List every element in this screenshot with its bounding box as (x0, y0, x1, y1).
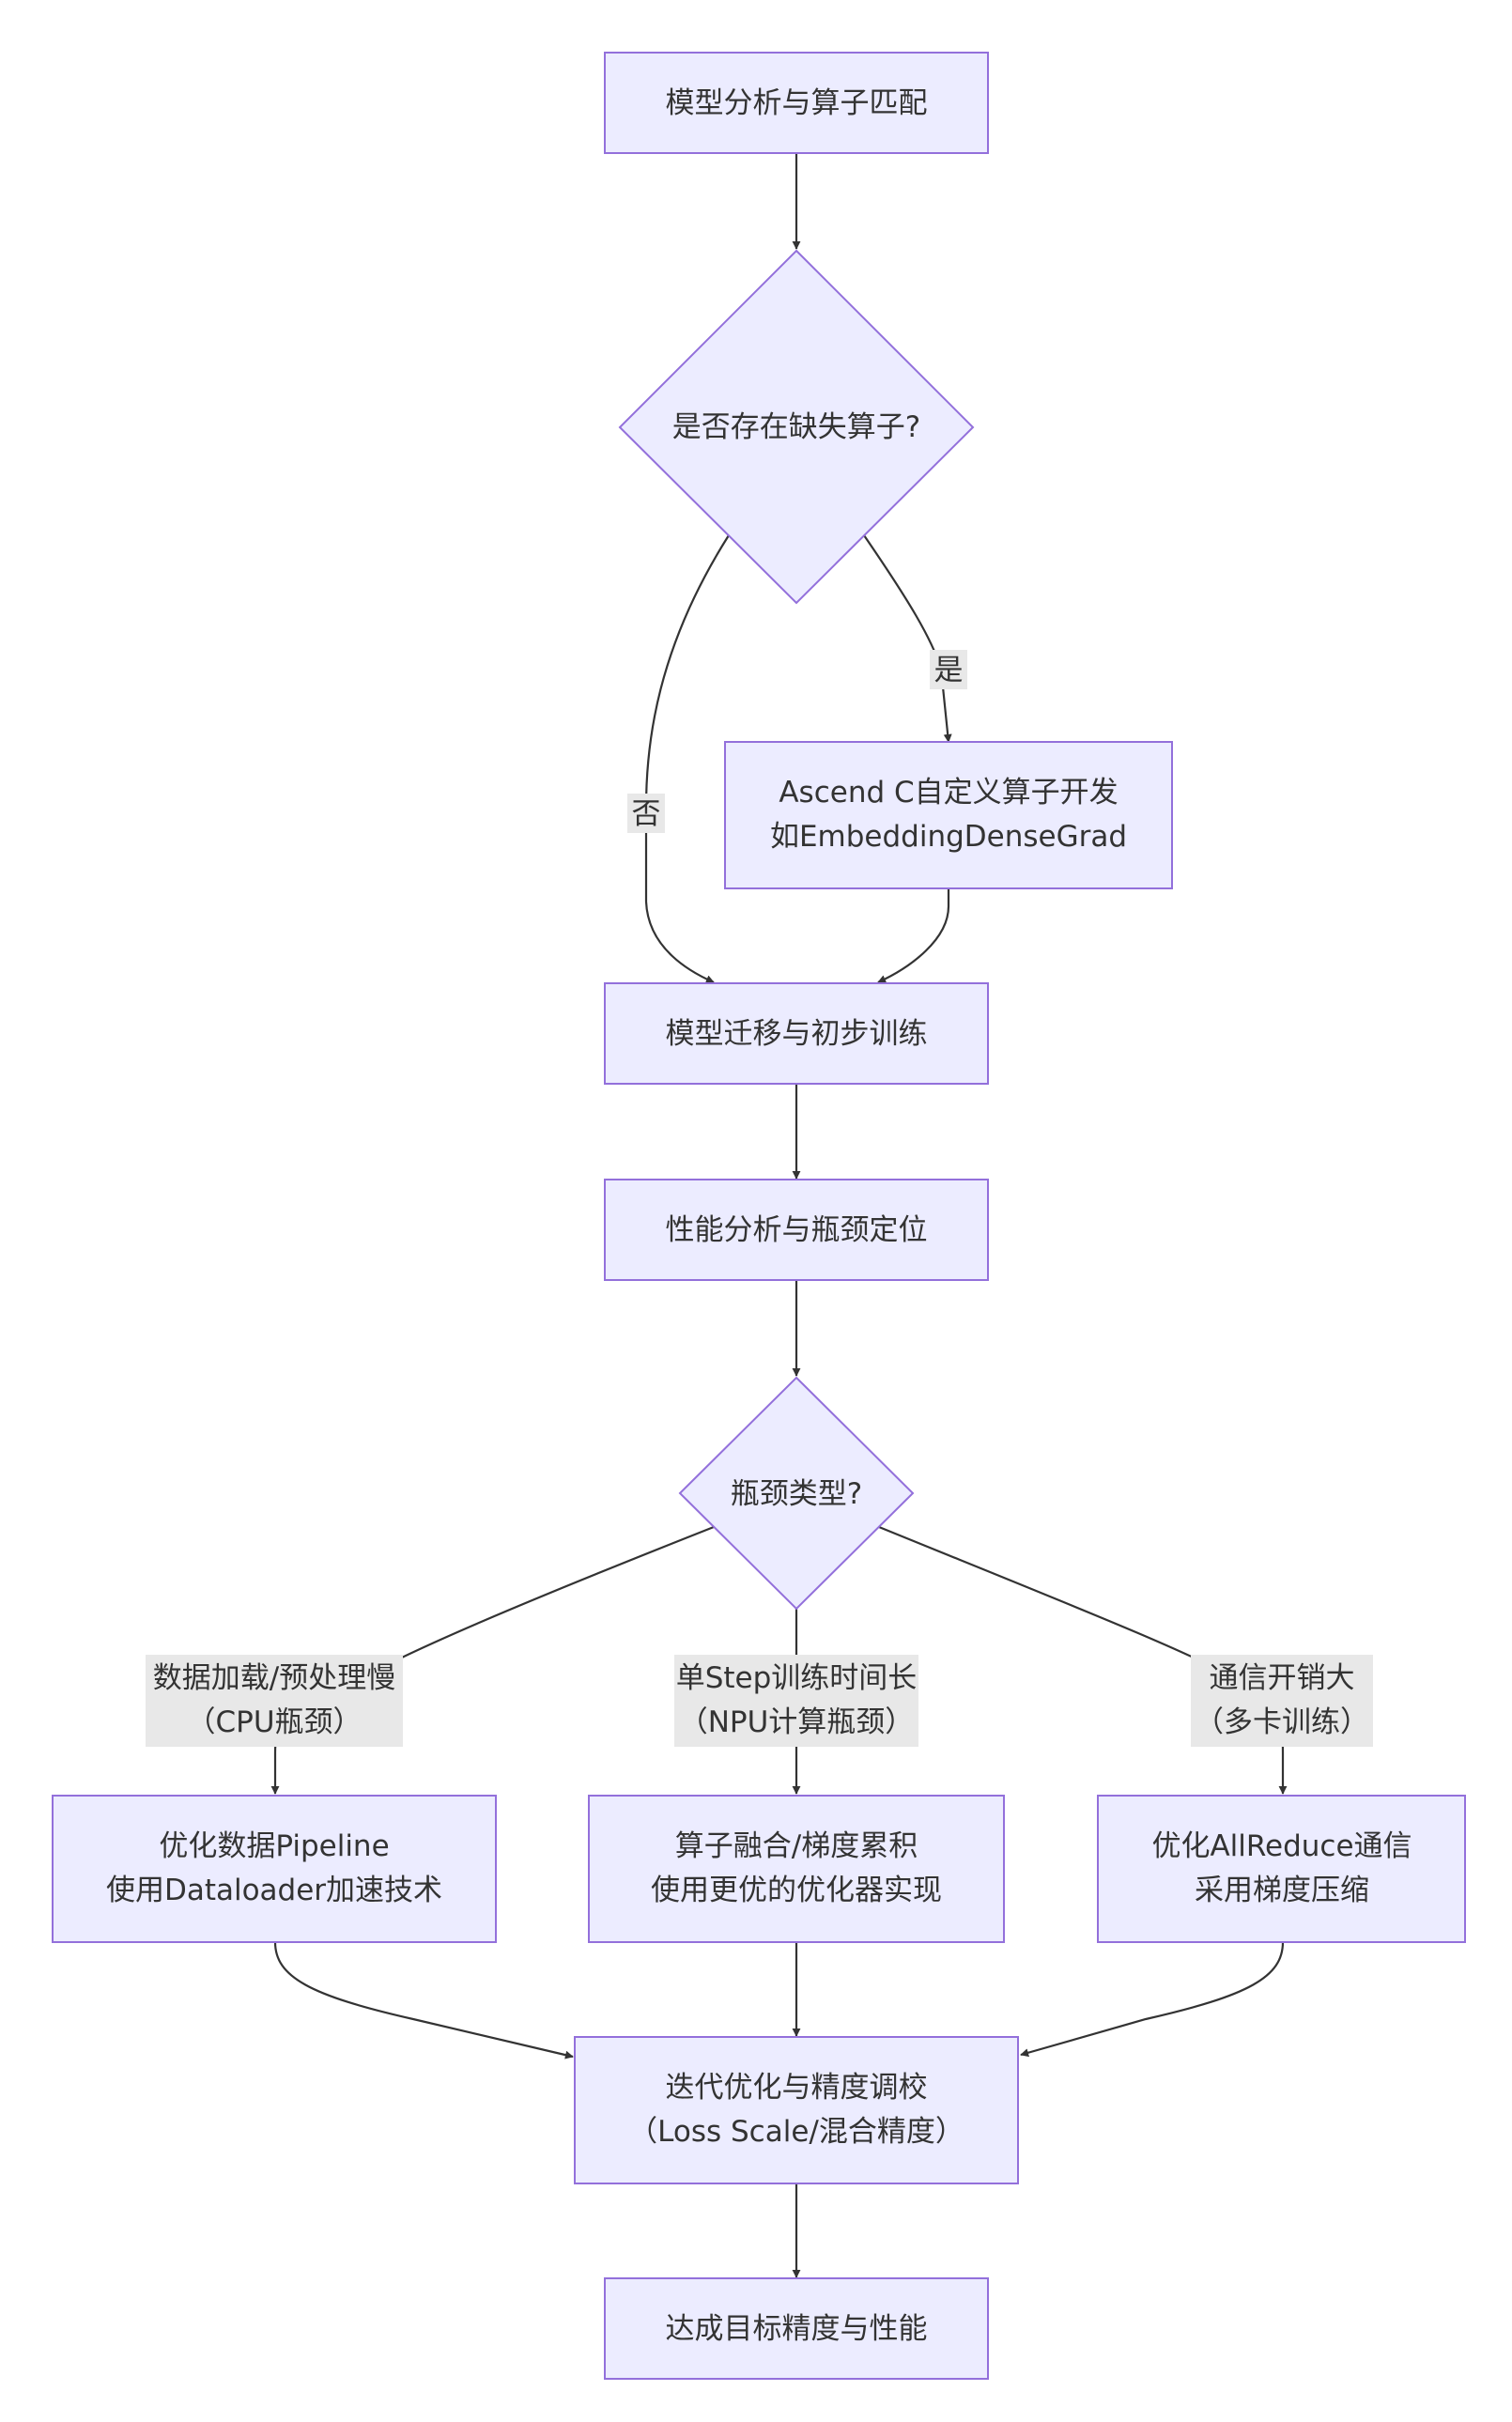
edge-label-step-long-line2: （NPU计算瓶颈） (679, 1705, 915, 1739)
edge-ascend-to-migration (877, 888, 950, 984)
node-model-analysis: 模型分析与算子匹配 (604, 52, 989, 154)
node-target: 达成目标精度与性能 (604, 2277, 989, 2380)
edge-label-yes: 是 (930, 650, 967, 689)
edge-label-data-loading-line1: 数据加载/预处理慢 (153, 1661, 395, 1695)
edge-label-step-long-line1: 单Step训练时间长 (676, 1661, 918, 1695)
node-migration: 模型迁移与初步训练 (604, 982, 989, 1085)
node-opt-pipeline-line2: 使用Dataloader加速技术 (106, 1874, 442, 1907)
node-missing-op-decision: 是否存在缺失算子? (618, 249, 975, 605)
node-opt-allreduce-line2: 采用梯度压缩 (1195, 1874, 1369, 1907)
node-ascend-c: Ascend C自定义算子开发 如EmbeddingDenseGrad (724, 741, 1173, 889)
edge-label-data-loading: 数据加载/预处理慢 （CPU瓶颈） (146, 1655, 403, 1747)
edge-allreduce-to-iterate (1020, 1941, 1285, 2058)
edge-label-comm-heavy-line1: 通信开销大 (1210, 1661, 1355, 1695)
edge-label-step-long: 单Step训练时间长 （NPU计算瓶颈） (674, 1655, 918, 1747)
node-target-label: 达成目标精度与性能 (666, 2312, 928, 2346)
edge-label-no: 否 (627, 794, 665, 833)
node-migration-label: 模型迁移与初步训练 (666, 1017, 928, 1051)
edge-label-comm-heavy: 通信开销大 （多卡训练） (1191, 1655, 1373, 1747)
node-op-fusion-line1: 算子融合/梯度累积 (675, 1829, 918, 1863)
edge-missing-op-yes (863, 534, 952, 743)
node-bottleneck-decision-label: 瓶颈类型? (731, 1477, 862, 1511)
edge-label-yes-text: 是 (934, 654, 964, 687)
node-iterate: 迭代优化与精度调校 （Loss Scale/混合精度） (574, 2036, 1019, 2184)
node-iterate-line1: 迭代优化与精度调校 (666, 2071, 928, 2105)
node-ascend-c-line1: Ascend C自定义算子开发 (779, 776, 1118, 810)
edge-label-no-text: 否 (632, 797, 661, 831)
node-model-analysis-label: 模型分析与算子匹配 (666, 86, 928, 120)
node-opt-pipeline-line1: 优化数据Pipeline (159, 1829, 389, 1863)
edge-pipeline-to-iterate (273, 1941, 574, 2059)
node-opt-allreduce: 优化AllReduce通信 采用梯度压缩 (1097, 1795, 1466, 1943)
node-iterate-line2: （Loss Scale/混合精度） (628, 2115, 964, 2149)
node-bottleneck-decision: 瓶颈类型? (678, 1376, 915, 1611)
node-ascend-c-line2: 如EmbeddingDenseGrad (770, 820, 1127, 854)
edge-missing-op-no (644, 534, 730, 984)
node-perf-analysis-label: 性能分析与瓶颈定位 (666, 1213, 928, 1247)
node-perf-analysis: 性能分析与瓶颈定位 (604, 1179, 989, 1281)
node-opt-pipeline: 优化数据Pipeline 使用Dataloader加速技术 (52, 1795, 497, 1943)
node-op-fusion-line2: 使用更优的优化器实现 (651, 1874, 942, 1907)
edge-label-data-loading-line2: （CPU瓶颈） (186, 1705, 362, 1739)
node-opt-allreduce-line1: 优化AllReduce通信 (1151, 1829, 1412, 1863)
node-op-fusion: 算子融合/梯度累积 使用更优的优化器实现 (588, 1795, 1005, 1943)
edge-label-comm-heavy-line2: （多卡训练） (1195, 1705, 1369, 1739)
node-missing-op-decision-label: 是否存在缺失算子? (672, 410, 920, 444)
